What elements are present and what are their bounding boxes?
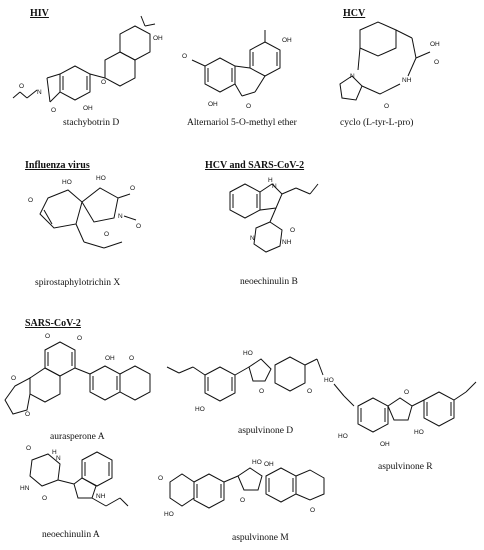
svg-text:OH: OH bbox=[380, 441, 390, 448]
svg-text:OH: OH bbox=[153, 35, 163, 42]
section-header-sars: SARS-CoV-2 bbox=[25, 318, 81, 329]
section-header-influenza: Influenza virus bbox=[25, 160, 90, 171]
structure-spirostaphylotrichin: O N O O HO HO O bbox=[28, 175, 141, 249]
svg-text:O: O bbox=[182, 53, 187, 60]
structure-stachybotrin-d: OH O N O O OH bbox=[12, 15, 163, 114]
svg-text:O: O bbox=[310, 507, 315, 514]
svg-text:O: O bbox=[104, 231, 109, 238]
svg-text:HO: HO bbox=[164, 511, 174, 518]
label-stachybotrin-d: stachybotrin D bbox=[63, 118, 120, 128]
svg-text:O: O bbox=[77, 335, 82, 342]
svg-text:OH: OH bbox=[105, 355, 115, 362]
label-neoechinulin-a: neoechinulin A bbox=[42, 530, 100, 540]
svg-text:O: O bbox=[51, 107, 56, 114]
svg-text:O: O bbox=[384, 103, 389, 110]
svg-text:O: O bbox=[307, 388, 312, 395]
label-aspulvinone-d: aspulvinone D bbox=[238, 426, 294, 436]
svg-text:NH: NH bbox=[282, 239, 292, 246]
svg-text:HO: HO bbox=[96, 175, 106, 182]
svg-text:O: O bbox=[404, 389, 409, 396]
svg-text:HO: HO bbox=[243, 350, 253, 357]
svg-text:O: O bbox=[42, 495, 47, 502]
svg-text:O: O bbox=[246, 103, 251, 110]
section-header-hcv-sars: HCV and SARS-CoV-2 bbox=[205, 160, 305, 171]
structure-alternariol: O O OH OH bbox=[182, 30, 292, 110]
svg-text:HO: HO bbox=[62, 179, 72, 186]
svg-text:N: N bbox=[118, 213, 123, 220]
svg-text:NH: NH bbox=[402, 77, 412, 84]
label-neoechinulin-b: neoechinulin B bbox=[240, 277, 298, 287]
svg-text:HO: HO bbox=[195, 406, 205, 413]
svg-text:O: O bbox=[434, 59, 439, 66]
svg-text:O: O bbox=[290, 227, 295, 234]
svg-text:O: O bbox=[130, 185, 135, 192]
structure-aurasperone-a: O O O OH O O bbox=[4, 333, 151, 418]
svg-text:OH: OH bbox=[208, 101, 218, 108]
svg-text:OH: OH bbox=[430, 41, 440, 48]
svg-text:O: O bbox=[45, 333, 50, 340]
svg-text:O: O bbox=[25, 411, 30, 418]
svg-text:OH: OH bbox=[282, 37, 292, 44]
svg-text:HO: HO bbox=[252, 459, 262, 466]
structure-aspulvinone-r: HO HO OH O HO bbox=[324, 377, 477, 448]
svg-text:H: H bbox=[52, 449, 57, 456]
svg-text:O: O bbox=[26, 445, 31, 452]
svg-text:NH: NH bbox=[96, 493, 106, 500]
label-spirostaphylotrichin: spirostaphylotrichin X bbox=[35, 278, 121, 288]
svg-text:O: O bbox=[129, 355, 134, 362]
svg-text:OH: OH bbox=[83, 105, 93, 112]
svg-text:O: O bbox=[259, 388, 264, 395]
svg-text:O: O bbox=[11, 375, 16, 382]
label-aspulvinone-r: aspulvinone R bbox=[378, 462, 433, 472]
svg-text:N: N bbox=[250, 235, 255, 242]
svg-text:N: N bbox=[56, 455, 61, 462]
structure-neoechinulin-a: O H N HN O NH bbox=[20, 445, 129, 507]
structure-aspulvinone-m: HO O HO O OH O bbox=[158, 459, 325, 518]
svg-text:HO: HO bbox=[414, 429, 424, 436]
structure-neoechinulin-b: H N NH N O bbox=[229, 177, 319, 253]
section-header-hiv: HIV bbox=[30, 8, 49, 19]
label-alternariol: Alternariol 5-O-methyl ether bbox=[187, 118, 297, 128]
svg-text:O: O bbox=[158, 475, 163, 482]
svg-text:HO: HO bbox=[338, 433, 348, 440]
svg-text:O: O bbox=[136, 223, 141, 230]
svg-text:H: H bbox=[268, 177, 273, 184]
svg-text:HO: HO bbox=[324, 377, 334, 384]
structure-aspulvinone-d: HO HO O O bbox=[166, 350, 324, 413]
svg-text:O: O bbox=[240, 497, 245, 504]
svg-text:N: N bbox=[272, 183, 277, 190]
structure-cyclo: NH N O OH O bbox=[339, 21, 440, 110]
svg-text:O: O bbox=[19, 83, 24, 90]
label-aspulvinone-m: aspulvinone M bbox=[232, 533, 289, 543]
svg-text:HN: HN bbox=[20, 485, 30, 492]
svg-text:O: O bbox=[28, 197, 33, 204]
section-header-hcv: HCV bbox=[343, 8, 366, 19]
label-aurasperone-a: aurasperone A bbox=[50, 432, 105, 442]
svg-text:O: O bbox=[101, 79, 106, 86]
svg-text:N: N bbox=[37, 89, 42, 96]
svg-text:OH: OH bbox=[264, 461, 274, 468]
label-cyclo: cyclo (L-tyr-L-pro) bbox=[340, 118, 414, 128]
